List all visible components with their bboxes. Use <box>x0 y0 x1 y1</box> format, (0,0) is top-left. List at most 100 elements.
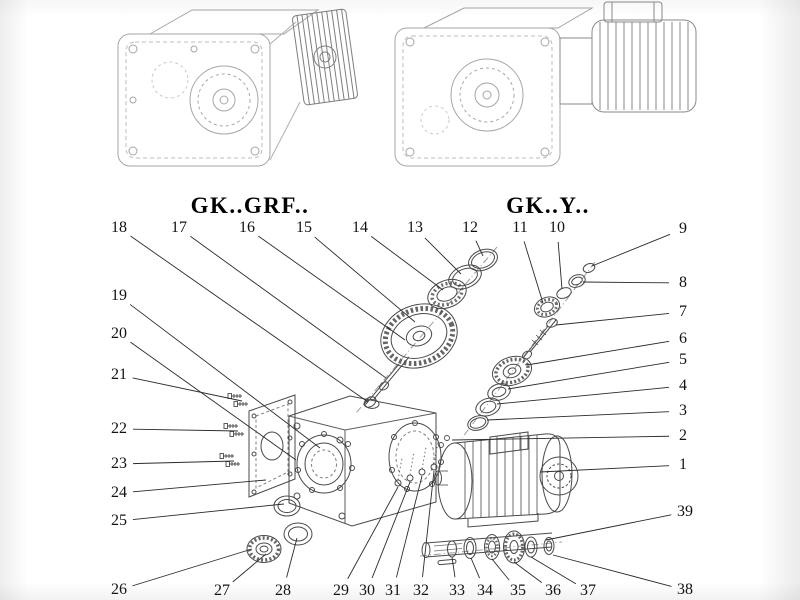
callout-6: 6 <box>679 330 687 347</box>
callout-22: 22 <box>111 420 127 437</box>
leader-line-31 <box>395 475 423 578</box>
leader-line-35 <box>491 558 510 581</box>
callout-23: 23 <box>111 455 127 472</box>
terminal-box <box>603 1 663 23</box>
leader-line-13 <box>424 237 462 275</box>
leader-line-24 <box>132 479 267 493</box>
callout-27: 27 <box>214 582 230 599</box>
leader-line-2 <box>451 435 670 441</box>
mounting-flange-and-seals <box>219 393 313 563</box>
leader-line-14 <box>370 236 444 291</box>
output-gear <box>503 530 525 564</box>
leader-line-36 <box>513 561 543 584</box>
leader-line-15 <box>314 236 416 323</box>
leader-line-6 <box>526 340 670 366</box>
leader-line-25 <box>132 503 285 521</box>
callout-13: 13 <box>407 219 423 236</box>
leader-line-11 <box>523 241 544 304</box>
callout-26: 26 <box>111 581 127 598</box>
exploded-view-illustration <box>219 246 596 566</box>
leader-line-32 <box>422 470 435 578</box>
callout-16: 16 <box>239 219 255 236</box>
leader-line-4 <box>496 386 670 405</box>
leader-line-19 <box>129 304 321 449</box>
callout-34: 34 <box>477 582 493 599</box>
leader-line-30 <box>371 481 411 579</box>
leader-line-39 <box>545 514 672 541</box>
callout-8: 8 <box>679 274 687 291</box>
callout-20: 20 <box>111 325 127 342</box>
flange-screws <box>219 393 248 467</box>
callout-37: 37 <box>580 582 596 599</box>
callout-33: 33 <box>449 582 465 599</box>
leader-line-21 <box>132 377 243 402</box>
callout-14: 14 <box>352 219 368 236</box>
leader-line-1 <box>539 465 670 473</box>
callout-24: 24 <box>111 484 127 501</box>
leader-line-18 <box>130 235 369 403</box>
callout-30: 30 <box>359 582 375 599</box>
input-gear <box>380 303 458 369</box>
callout-35: 35 <box>510 582 526 599</box>
input-bearing <box>427 278 467 310</box>
callout-5: 5 <box>679 351 687 368</box>
leader-line-29 <box>347 486 399 579</box>
leader-line-22 <box>132 428 239 432</box>
callout-28: 28 <box>275 582 291 599</box>
output-gear-ring <box>246 535 282 563</box>
callout-15: 15 <box>296 219 312 236</box>
motor-flange-bolts <box>438 435 450 448</box>
callout-3: 3 <box>679 402 687 419</box>
gearbox-y-illustration <box>394 1 697 167</box>
callout-39: 39 <box>677 503 693 520</box>
figure-caption-grf: GK..GRF.. <box>190 193 310 218</box>
callout-18: 18 <box>111 219 127 236</box>
leader-line-23 <box>132 460 235 465</box>
input-shaft <box>363 356 410 408</box>
callout-25: 25 <box>111 512 127 529</box>
callout-11: 11 <box>512 219 528 236</box>
callout-29: 29 <box>333 582 349 599</box>
leader-line-10 <box>557 241 563 290</box>
callout-4: 4 <box>679 377 687 394</box>
leader-line-26 <box>132 548 253 587</box>
callout-32: 32 <box>413 582 429 599</box>
callout-1: 1 <box>679 456 687 473</box>
assembly-bolts <box>394 441 439 487</box>
leader-line-28 <box>286 537 298 578</box>
figure-caption-y: GK..Y.. <box>506 193 590 218</box>
leader-line-9 <box>591 233 671 267</box>
callout-9: 9 <box>679 220 687 237</box>
callout-19: 19 <box>111 287 127 304</box>
callout-31: 31 <box>385 582 401 599</box>
leader-line-17 <box>190 235 387 379</box>
leader-line-5 <box>507 361 670 390</box>
leader-line-7 <box>555 312 670 326</box>
input-gear-assembly <box>363 248 498 408</box>
leader-line-38 <box>552 554 672 587</box>
leader-line-8 <box>582 281 670 284</box>
motor <box>394 431 579 528</box>
leader-line-3 <box>486 411 670 421</box>
output-shaft-assembly <box>421 530 555 566</box>
finned-cover <box>292 8 358 106</box>
callout-38: 38 <box>677 581 693 598</box>
leader-line-16 <box>258 235 406 341</box>
callout-12: 12 <box>462 219 478 236</box>
motor-illustration <box>559 1 697 113</box>
callout-10: 10 <box>549 219 565 236</box>
callout-21: 21 <box>111 366 127 383</box>
leader-line-34 <box>470 557 480 579</box>
pinion-bearing <box>533 296 561 318</box>
callout-36: 36 <box>545 582 561 599</box>
bevel-gear <box>491 355 533 387</box>
gearbox-grf-illustration <box>117 8 358 167</box>
motor-terminal-box <box>489 431 529 455</box>
leader-line-33 <box>451 556 456 578</box>
leader-line-37 <box>530 556 577 585</box>
callout-2: 2 <box>679 427 687 444</box>
callout-17: 17 <box>171 219 187 236</box>
